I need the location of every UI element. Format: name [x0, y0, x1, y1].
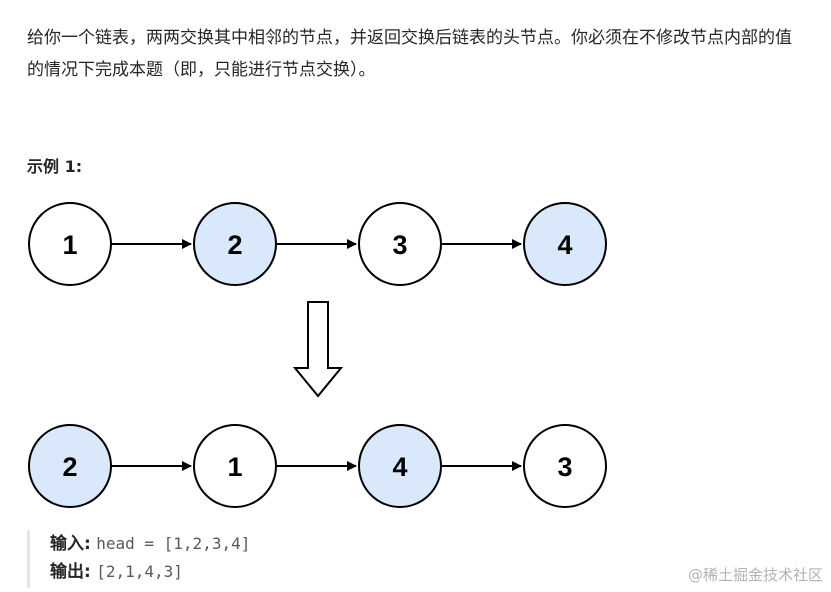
input-line: 输入: head = [1,2,3,4] — [50, 530, 250, 558]
output-value: [2,1,4,3] — [96, 562, 183, 581]
before-node-1-label: 1 — [62, 230, 77, 260]
input-value: head = [1,2,3,4] — [96, 534, 251, 553]
before-node-2-label: 2 — [227, 230, 242, 260]
output-line: 输出: [2,1,4,3] — [50, 558, 250, 586]
linked-list-diagram: 1 2 3 4 2 1 4 — [28, 202, 607, 508]
after-node-3: 4 — [358, 424, 442, 508]
before-node-4: 4 — [523, 202, 607, 286]
after-node-2-label: 1 — [227, 452, 242, 482]
after-node-1-label: 2 — [62, 452, 77, 482]
example-heading: 示例 1: — [27, 157, 83, 176]
input-label: 输入: — [50, 534, 91, 554]
after-node-4: 3 — [523, 424, 607, 508]
before-node-3-label: 3 — [392, 230, 407, 260]
before-list: 1 2 3 4 — [28, 202, 607, 286]
output-label: 输出: — [50, 562, 91, 582]
before-node-1: 1 — [28, 202, 112, 286]
example-io-block: 输入: head = [1,2,3,4] 输出: [2,1,4,3] — [27, 530, 250, 588]
after-node-3-label: 4 — [392, 452, 407, 482]
before-node-4-label: 4 — [557, 230, 572, 260]
before-node-2: 2 — [193, 202, 277, 286]
after-node-2: 1 — [193, 424, 277, 508]
after-list: 2 1 4 3 — [28, 424, 607, 508]
before-node-3: 3 — [358, 202, 442, 286]
after-node-4-label: 3 — [557, 452, 572, 482]
problem-description: 给你一个链表，两两交换其中相邻的节点，并返回交换后链表的头节点。你必须在不修改节… — [27, 28, 792, 80]
transform-down-arrow-icon — [292, 301, 344, 398]
after-node-1: 2 — [28, 424, 112, 508]
watermark: @稀土掘金技术社区 — [687, 566, 823, 584]
